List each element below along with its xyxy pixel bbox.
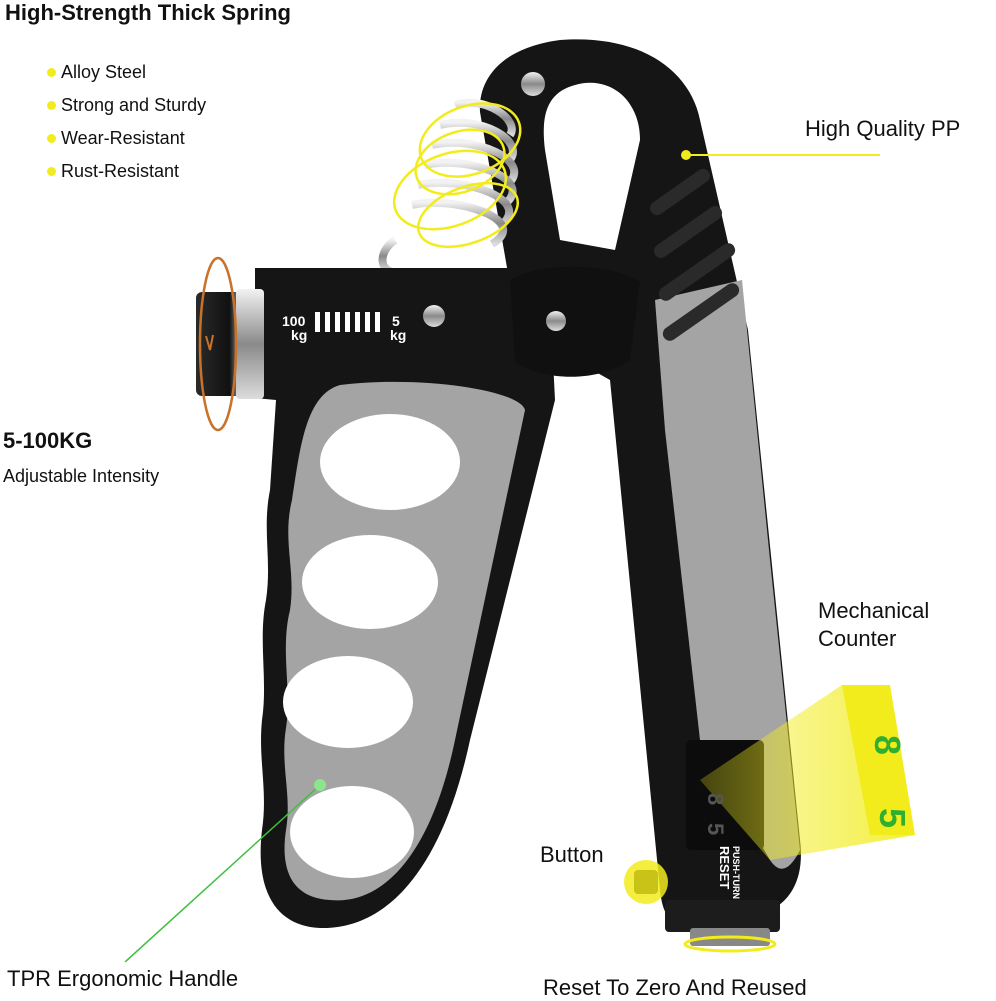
bullet-dot-icon	[47, 68, 56, 77]
counter-window-digit-first: 8	[703, 793, 728, 805]
handle-pointer	[124, 779, 326, 963]
spring-feature-item: Wear-Resistant	[47, 122, 206, 155]
counter-beam	[700, 685, 915, 860]
left-handle	[196, 268, 555, 929]
scale-max-value: 100	[282, 313, 306, 329]
right-lever	[479, 39, 801, 946]
counter-zoom-digit-first: 8	[867, 735, 908, 755]
spring-title: High-Strength Thick Spring	[5, 0, 291, 25]
counter-window-digit-second: 5	[703, 823, 728, 835]
bullet-dot-icon	[47, 134, 56, 143]
button-label: Button	[540, 842, 604, 867]
spring-feature-label: Wear-Resistant	[61, 128, 185, 148]
spring-feature-label: Strong and Sturdy	[61, 95, 207, 115]
spring-feature-item: Rust-Resistant	[47, 155, 206, 188]
handle-label: TPR Ergonomic Handle	[7, 966, 239, 991]
intensity-caption-label: Adjustable Intensity	[3, 466, 160, 486]
reset-marking-bottom: RESET	[717, 846, 732, 889]
spring-feature-label: Rust-Resistant	[61, 161, 180, 181]
pivot-plate	[510, 266, 640, 377]
spring-feature-label: Alloy Steel	[61, 62, 147, 82]
counter-label-line2: Counter	[818, 626, 897, 651]
rotation-indicator	[198, 256, 238, 432]
spring-feature-item: Strong and Sturdy	[47, 89, 206, 122]
spring-feature-item: Alloy Steel	[47, 56, 206, 89]
material-label: High Quality PP	[805, 116, 961, 141]
counter-zoom-digit-second: 5	[872, 808, 913, 828]
spring-highlight	[392, 102, 522, 249]
bullet-dot-icon	[47, 167, 56, 176]
reset-label: Reset To Zero And Reused	[543, 975, 807, 1000]
button-highlight	[624, 860, 668, 904]
scale-min-unit: kg	[390, 327, 406, 343]
scale-max-unit: kg	[291, 327, 307, 343]
reset-marking-top: PUSH-TURN	[731, 846, 741, 899]
reset-ring-highlight	[683, 935, 777, 953]
material-pointer	[681, 150, 880, 160]
spring-feature-list: Alloy Steel Strong and Sturdy Wear-Resis…	[47, 56, 206, 188]
counter-label-line1: Mechanical	[818, 598, 930, 623]
intensity-range-label: 5-100KG	[3, 428, 93, 453]
scale-min-value: 5	[392, 313, 400, 329]
bullet-dot-icon	[47, 101, 56, 110]
